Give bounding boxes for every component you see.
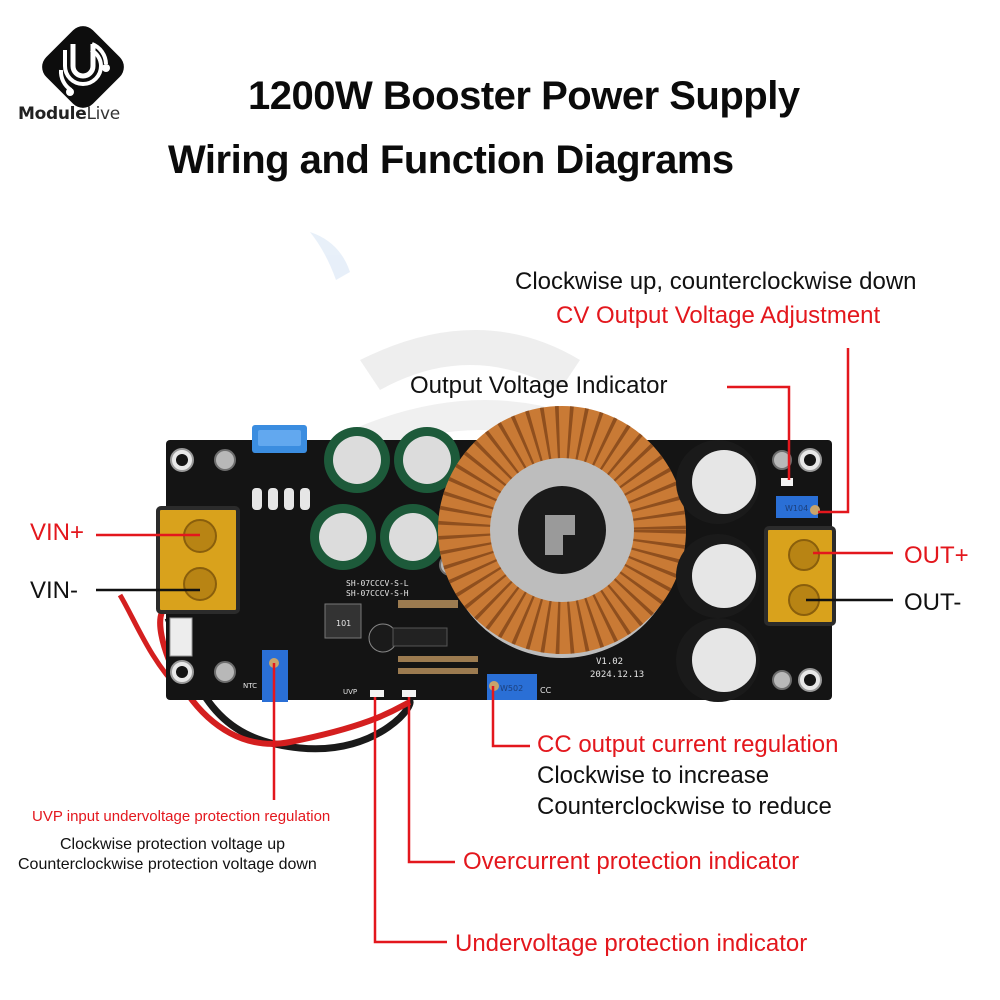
uvp-regulation-line1: Clockwise protection voltage up xyxy=(60,836,286,853)
cv-adjust-line xyxy=(818,348,850,514)
screw xyxy=(772,450,792,470)
small-inductor xyxy=(324,603,362,639)
uvp-silk-label: UVP xyxy=(343,688,357,696)
callout-lines-red xyxy=(96,348,893,944)
screw xyxy=(772,670,792,690)
silkscreen-model-h: SH-07CCCV-S-H xyxy=(346,589,409,598)
uvp-regulation-line2: Counterclockwise protection voltage down xyxy=(18,856,317,873)
silkscreen-model-l: SH-07CCCV-S-L xyxy=(346,579,409,588)
screw xyxy=(214,661,236,683)
out-plus-label: OUT+ xyxy=(904,542,969,569)
screw xyxy=(214,449,236,471)
board-version: V1.02 xyxy=(596,657,623,667)
overcurrent-line xyxy=(407,697,455,864)
board-date: 2024.12.13 xyxy=(590,670,644,680)
page-title-line1: 1200W Booster Power Supply xyxy=(248,74,800,118)
callout-lines-black xyxy=(96,588,893,602)
cv-adjust-description: Clockwise up, counterclockwise down xyxy=(515,268,917,295)
cc-regulation-line1: Clockwise to increase xyxy=(537,762,770,789)
cv-adjust-title: CV Output Voltage Adjustment xyxy=(556,302,881,329)
uvp-regulation-title: UVP input undervoltage protection regula… xyxy=(32,808,331,825)
overcurrent-led xyxy=(402,690,416,697)
modulelive-logo-icon xyxy=(42,26,124,108)
inductor-marking: 101 xyxy=(336,619,351,628)
ntc-connector xyxy=(169,617,193,657)
page-title-line2: Wiring and Function Diagrams xyxy=(168,138,734,182)
cv-pot-marking: W104 xyxy=(785,504,808,513)
ntc-silk-label: NTC xyxy=(243,682,257,690)
cv-trimpot xyxy=(776,496,818,518)
cc-regulation-line2: Counterclockwise to reduce xyxy=(537,793,832,820)
undervoltage-led xyxy=(370,690,384,697)
output-voltage-led xyxy=(781,478,793,486)
output-voltage-indicator-label: Output Voltage Indicator xyxy=(410,372,668,399)
control-ic xyxy=(392,627,448,647)
vin-plus-label: VIN+ xyxy=(30,519,85,546)
input-capacitors xyxy=(310,427,460,570)
undervoltage-indicator-label: Undervoltage protection indicator xyxy=(455,930,808,957)
undervoltage-line xyxy=(373,697,447,944)
out-minus-label: OUT- xyxy=(904,589,962,616)
vin-minus-label: VIN- xyxy=(30,577,78,604)
cc-regulation-title: CC output current regulation xyxy=(537,731,839,758)
brand-name-light: Live xyxy=(86,104,120,124)
ovi-line xyxy=(727,385,791,480)
overcurrent-indicator-label: Overcurrent protection indicator xyxy=(463,848,800,875)
brand-name: ModuleLive xyxy=(18,104,120,124)
output-capacitors xyxy=(676,440,760,702)
brand-name-bold: Module xyxy=(18,104,87,124)
cc-pot-marking: W502 xyxy=(500,684,523,693)
cc-silk-label: CC xyxy=(540,686,552,695)
cc-line xyxy=(491,686,530,748)
